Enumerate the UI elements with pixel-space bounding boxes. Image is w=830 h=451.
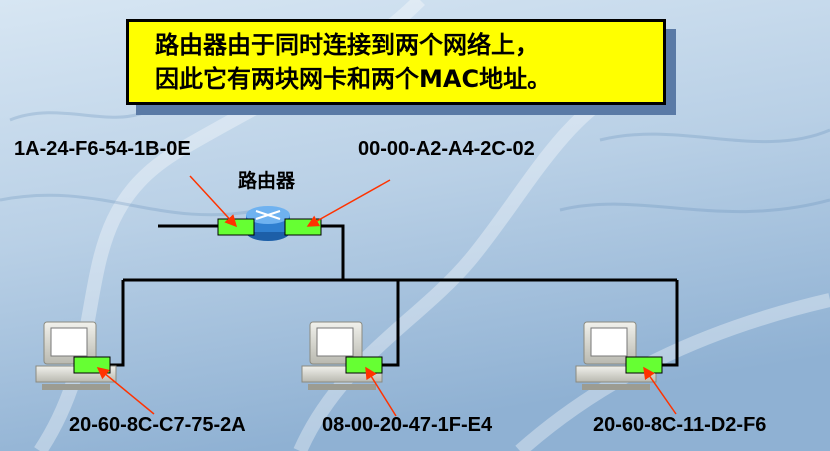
computer-icon-2 bbox=[301, 321, 383, 390]
host-1-mac: 20-60-8C-C7-75-2A bbox=[69, 414, 246, 436]
arrow-router-mac-right bbox=[306, 179, 391, 227]
wire-to-host-1 bbox=[110, 280, 125, 367]
callout-line-1: 路由器由于同时连接到两个网络上， bbox=[155, 31, 539, 59]
callout-box: 路由器由于同时连接到两个网络上， 因此它有两块网卡和两个MAC地址。 bbox=[126, 19, 666, 105]
host-2-nic bbox=[345, 356, 383, 374]
arrow-host-2-mac bbox=[365, 366, 397, 417]
router-icon bbox=[246, 206, 290, 241]
wire-router-to-lan bbox=[316, 224, 345, 280]
wire-to-host-3 bbox=[662, 280, 679, 367]
router-mac-right: 00-00-A2-A4-2C-02 bbox=[358, 138, 535, 160]
callout-line-2: 因此它有两块网卡和两个MAC地址。 bbox=[155, 65, 552, 93]
router-nic-left bbox=[217, 218, 255, 236]
host-2-mac: 08-00-20-47-1F-E4 bbox=[322, 414, 493, 436]
router-mac-left: 1A-24-F6-54-1B-0E bbox=[14, 138, 191, 160]
network-wires bbox=[110, 224, 679, 367]
arrow-router-mac-left bbox=[189, 175, 238, 228]
arrow-host-1-mac bbox=[96, 367, 155, 415]
arrow-host-3-mac bbox=[643, 366, 677, 415]
host-3-nic bbox=[625, 356, 663, 374]
wire-to-host-2 bbox=[380, 280, 400, 367]
host-1-nic bbox=[73, 356, 111, 374]
router-label: 路由器 bbox=[238, 170, 296, 192]
computer-icon-1 bbox=[35, 321, 117, 390]
computer-icon-3 bbox=[575, 321, 657, 390]
host-3-mac: 20-60-8C-11-D2-F6 bbox=[593, 414, 767, 436]
